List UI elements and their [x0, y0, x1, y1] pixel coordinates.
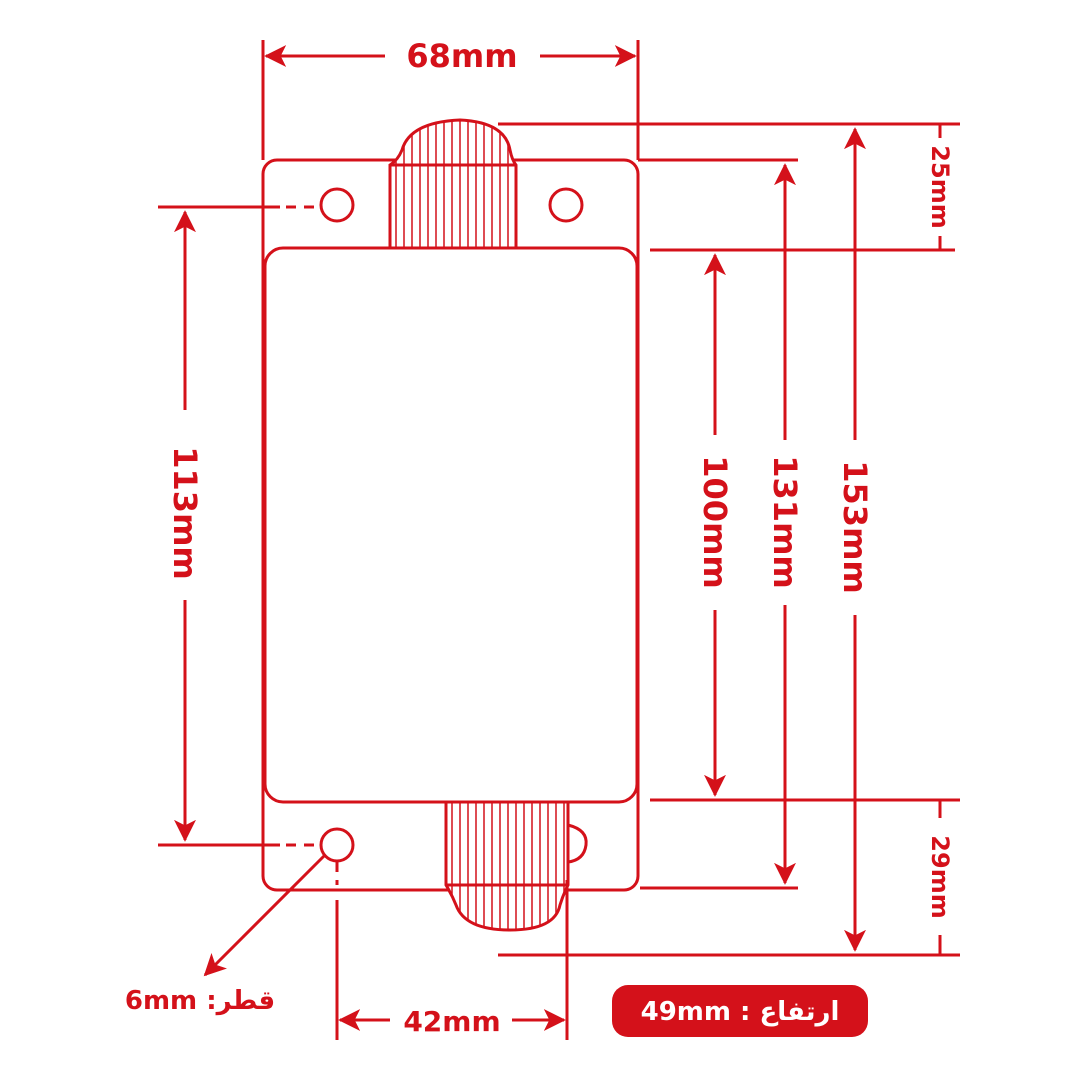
dim-bottom-gland-label: 29mm	[926, 835, 954, 918]
bottom-cable-gland	[444, 800, 588, 932]
mounting-hole-top-left	[319, 187, 355, 223]
mounting-holes	[319, 187, 584, 863]
enclosure-body	[261, 158, 640, 892]
housing-outline	[261, 158, 640, 892]
height-badge-label: ارتفاع : 49mm	[641, 997, 840, 1027]
dim-total-height-label: 153mm	[836, 460, 874, 593]
top-cable-gland	[388, 118, 518, 250]
dim-width-label: 68mm	[406, 37, 517, 75]
height-badge: ارتفاع : 49mm	[612, 985, 868, 1037]
mounting-hole-top-right	[548, 187, 584, 223]
dimension-lines	[158, 40, 960, 1040]
dim-hole-vertical-label: 113mm	[166, 446, 204, 579]
dim-hole-horizontal-label: 42mm	[403, 1005, 500, 1038]
dim-top-gland-label: 25mm	[926, 145, 954, 228]
mounting-hole-bottom-left	[319, 827, 355, 863]
dim-inner-height-label: 100mm	[696, 455, 734, 588]
hole-diameter-note: قطر: 6mm	[125, 986, 275, 1016]
dim-body-height-label: 131mm	[766, 455, 804, 588]
